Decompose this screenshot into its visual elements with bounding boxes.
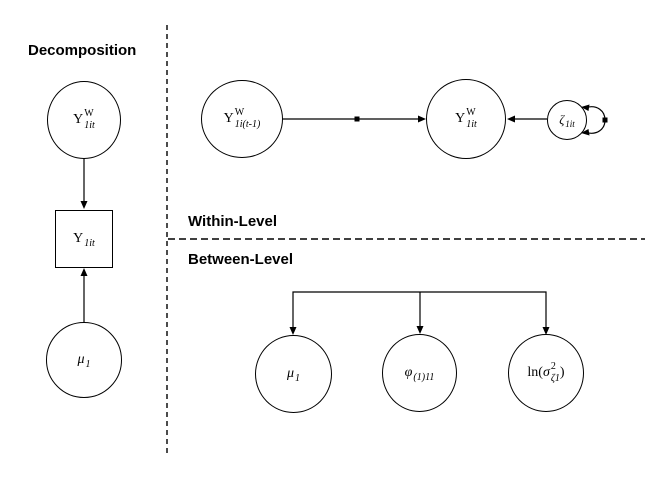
zeta-self-loop xyxy=(583,106,606,134)
decomposition-heading: Decomposition xyxy=(28,42,137,59)
arrowhead-left-y xyxy=(507,115,515,123)
arrowhead-down-yobs xyxy=(80,201,88,209)
between-level-heading: Between-Level xyxy=(188,251,294,268)
arrowhead-down-between-mu xyxy=(289,327,297,335)
node-between-phi: φ(1)11 xyxy=(382,334,457,412)
random-variance-marker xyxy=(602,117,608,123)
random-slope-marker xyxy=(354,116,360,122)
within-level-heading: Within-Level xyxy=(188,213,278,230)
arrowhead-loop-top xyxy=(581,104,590,111)
arrowhead-down-between-phi xyxy=(416,326,424,334)
between-bracket xyxy=(292,291,547,330)
arrowhead-right-y xyxy=(418,115,426,123)
arrowhead-down-between-lnsigma xyxy=(542,327,550,335)
arrowhead-up-yobs xyxy=(80,268,88,276)
arrowhead-loop-bottom xyxy=(581,129,590,136)
